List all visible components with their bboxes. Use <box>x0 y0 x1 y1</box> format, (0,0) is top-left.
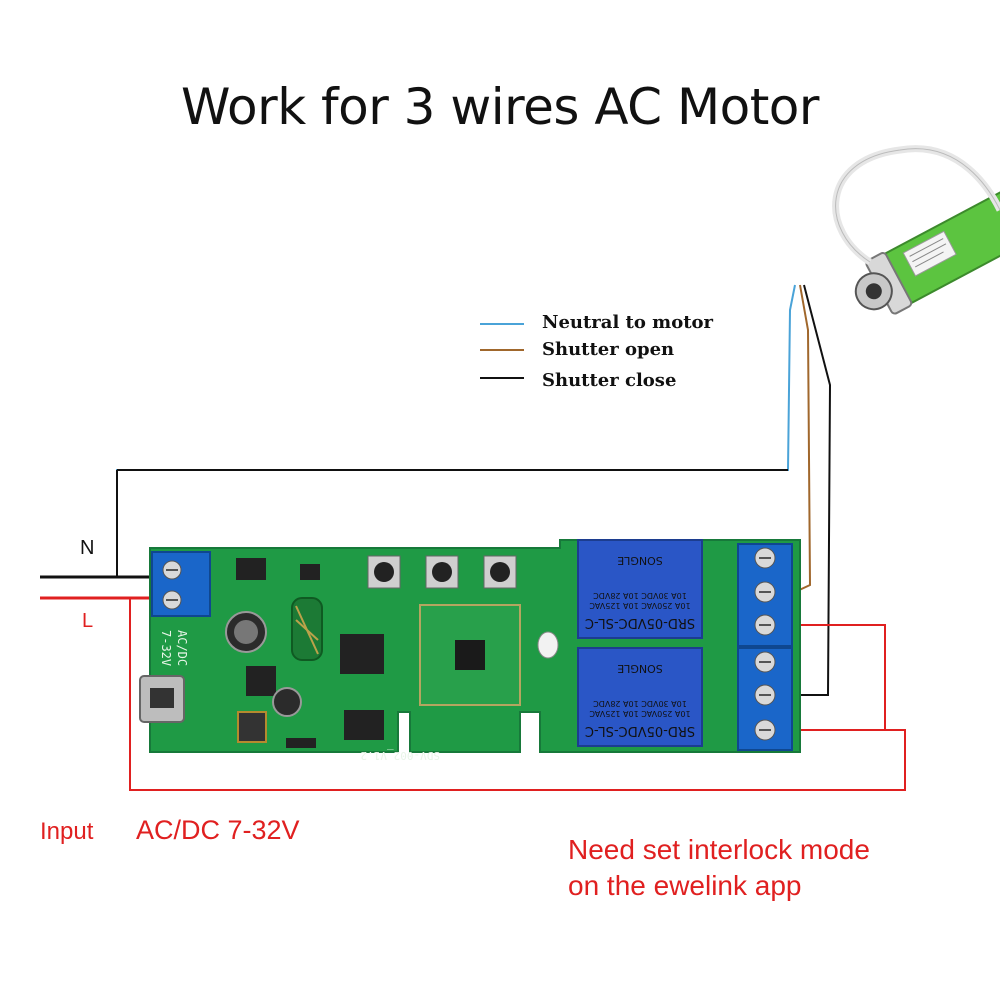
interlock-note-line1: Need set interlock mode <box>568 834 870 865</box>
interlock-note-line2: on the ewelink app <box>568 870 802 901</box>
neutral-label: N <box>80 537 95 559</box>
output-terminal-2 <box>737 647 793 751</box>
svg-text:SRD-05VDC-SL-C: SRD-05VDC-SL-C <box>585 615 695 630</box>
svg-text:SONGLE: SONGLE <box>617 662 663 675</box>
diagram-title: Work for 3 wires AC Motor <box>181 78 819 136</box>
silk-supply-label: AC/DC <box>175 630 189 666</box>
silk-version: SDV-002_V1.2 <box>361 749 440 762</box>
relay-2: SRD-05VDC-SL-C 10A 250VAC 10A 125VAC 10A… <box>577 647 703 747</box>
push-button-1 <box>367 555 401 589</box>
tubular-motor <box>832 145 1000 315</box>
legend-open-label: Shutter open <box>542 339 675 360</box>
push-button-2 <box>425 555 459 589</box>
input-note-prefix: Input <box>40 818 94 845</box>
svg-text:10A 30VDC 10A 28VDC: 10A 30VDC 10A 28VDC <box>593 699 687 708</box>
live-label: L <box>82 610 94 632</box>
pcb-board: AC/DC 7-32V <box>139 539 801 762</box>
legend-neutral-label: Neutral to motor <box>542 312 713 333</box>
silk-supply-range: 7-32V <box>159 630 173 666</box>
legend-close-label: Shutter close <box>542 370 677 391</box>
push-button-3 <box>483 555 517 589</box>
svg-text:SRD-05VDC-SL-C: SRD-05VDC-SL-C <box>585 723 695 738</box>
svg-text:10A 30VDC 10A 28VDC: 10A 30VDC 10A 28VDC <box>593 591 687 600</box>
input-note-value: AC/DC 7-32V <box>136 815 300 845</box>
status-led <box>537 631 559 659</box>
output-terminal-1 <box>737 543 793 647</box>
relay-1: SRD-05VDC-SL-C 10A 250VAC 10A 125VAC 10A… <box>577 539 703 639</box>
live-loop-wires <box>129 598 906 791</box>
svg-text:10A 250VAC 10A 125VAC: 10A 250VAC 10A 125VAC <box>589 601 691 610</box>
svg-text:10A 250VAC 10A 125VAC: 10A 250VAC 10A 125VAC <box>589 709 691 718</box>
svg-text:SONGLE: SONGLE <box>617 554 663 567</box>
input-terminal-block <box>151 551 211 617</box>
